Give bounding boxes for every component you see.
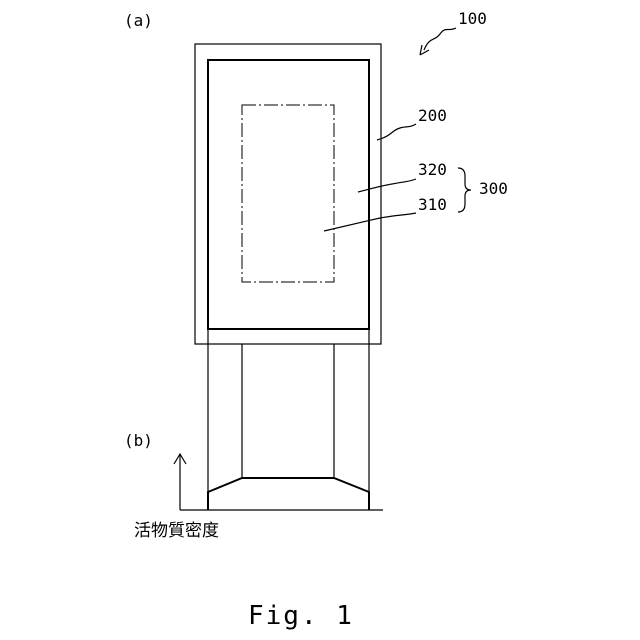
label-300: 300	[479, 179, 508, 198]
label-320: 320	[418, 160, 447, 179]
panel-a-label: (a)	[124, 11, 153, 30]
leader-320	[358, 179, 416, 192]
label-100: 100	[458, 9, 487, 28]
label-310: 310	[418, 195, 447, 214]
panel-b-label: (b)	[124, 431, 153, 450]
outer-rectangle	[195, 44, 381, 344]
leader-200	[377, 124, 416, 140]
dash-dot-region-310	[242, 105, 334, 282]
label-200: 200	[418, 106, 447, 125]
figure-caption: Fig. 1	[248, 601, 354, 631]
brace-300	[458, 168, 471, 212]
density-profile	[208, 478, 369, 510]
inner-rectangle-200	[208, 60, 369, 329]
arrow-100-leader	[424, 28, 456, 50]
axis-label-active-material-density: 活物質密度	[134, 521, 219, 541]
